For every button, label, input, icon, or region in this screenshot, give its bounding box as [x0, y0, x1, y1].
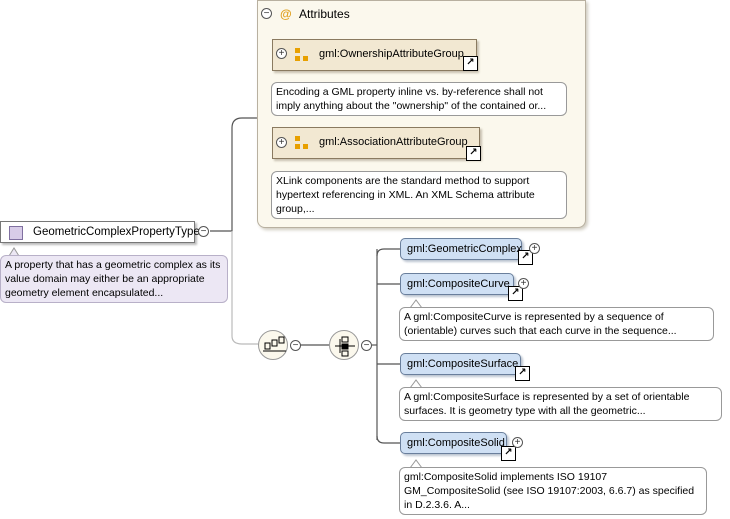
attribute-group-doc: XLink components are the standard method…	[271, 171, 567, 219]
expand-toggle[interactable]: +	[529, 243, 540, 254]
connector-root-sequence	[231, 231, 258, 345]
expand-toggle[interactable]: +	[518, 278, 529, 289]
element-geometric-complex[interactable]: gml:GeometricComplex ↗	[400, 238, 533, 265]
link-arrow-icon[interactable]: ↗	[463, 56, 478, 71]
attributes-collapse-toggle[interactable]: −	[261, 8, 272, 19]
connector-element-1	[376, 248, 400, 257]
element-composite-solid[interactable]: gml:CompositeSolid ↗	[400, 432, 516, 461]
complex-type-icon	[9, 226, 23, 240]
choice-icon	[335, 336, 355, 357]
element-doc: A gml:CompositeCurve is represented by a…	[399, 307, 714, 341]
element-label: gml:CompositeCurve	[407, 278, 510, 290]
attribute-group-doc: Encoding a GML property inline vs. by-re…	[271, 82, 567, 116]
callout-pointer	[409, 299, 423, 309]
attribute-group-label: gml:OwnershipAttributeGroup	[319, 48, 464, 60]
connector-element-4	[376, 435, 400, 444]
attributes-title: Attributes	[299, 7, 350, 21]
root-complex-type[interactable]: GeometricComplexPropertyType	[0, 221, 200, 243]
element-composite-curve[interactable]: gml:CompositeCurve ↗	[400, 273, 523, 301]
root-doc: A property that has a geometric complex …	[0, 255, 228, 303]
callout-pointer	[409, 459, 423, 469]
element-label: gml:GeometricComplex	[407, 243, 522, 255]
link-arrow-icon[interactable]: ↗	[508, 286, 523, 301]
root-collapse-toggle[interactable]: −	[198, 226, 209, 237]
element-composite-surface[interactable]: gml:CompositeSurface ↗	[400, 353, 530, 381]
expand-toggle[interactable]: +	[276, 137, 287, 148]
attribute-group-icon	[295, 136, 309, 150]
at-icon: @	[280, 7, 292, 21]
element-label: gml:CompositeSurface	[407, 358, 519, 370]
root-type-label: GeometricComplexPropertyType	[33, 226, 200, 238]
sequence-icon	[263, 336, 286, 352]
attribute-group-association[interactable]: + gml:AssociationAttributeGroup ↗	[272, 127, 481, 161]
expand-toggle[interactable]: +	[512, 437, 523, 448]
expand-toggle[interactable]: +	[276, 48, 287, 59]
element-label: gml:CompositeSolid	[407, 437, 505, 449]
callout-pointer	[8, 247, 20, 257]
link-arrow-icon[interactable]: ↗	[466, 146, 481, 161]
link-arrow-icon[interactable]: ↗	[515, 366, 530, 381]
element-doc: gml:CompositeSolid implements ISO 19107 …	[399, 467, 707, 515]
link-arrow-icon[interactable]: ↗	[501, 446, 516, 461]
callout-pointer	[409, 379, 423, 389]
attribute-group-ownership[interactable]: + gml:OwnershipAttributeGroup ↗	[272, 39, 478, 71]
choice-compositor[interactable]	[329, 330, 359, 360]
attribute-group-label: gml:AssociationAttributeGroup	[319, 136, 468, 148]
link-arrow-icon[interactable]: ↗	[518, 250, 533, 265]
connector-root-attributes	[210, 117, 258, 232]
attribute-group-icon	[295, 48, 309, 62]
choice-collapse-toggle[interactable]: −	[361, 340, 372, 351]
sequence-collapse-toggle[interactable]: −	[290, 340, 301, 351]
sequence-compositor[interactable]	[258, 330, 288, 360]
element-doc: A gml:CompositeSurface is represented by…	[399, 387, 722, 421]
